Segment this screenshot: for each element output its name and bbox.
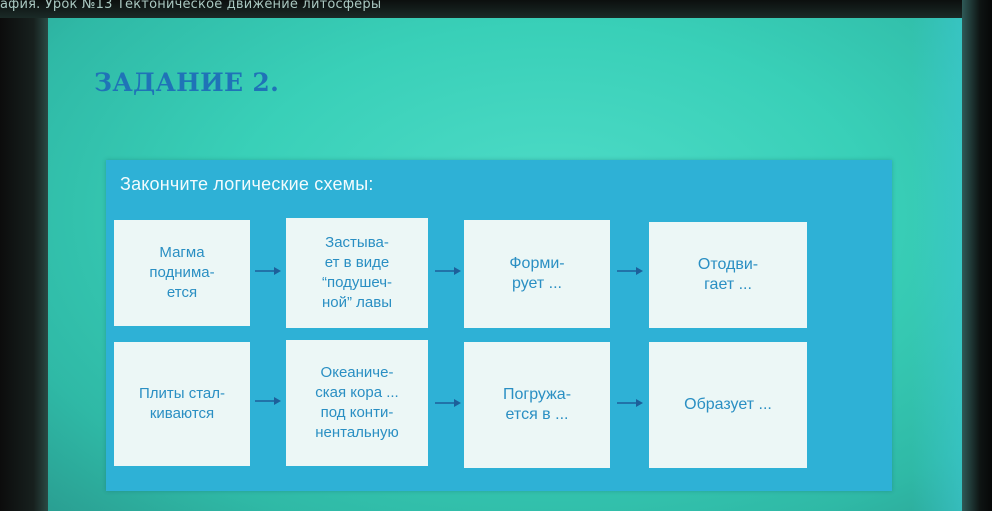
window-title: афия. Урок №13 Тектоническое движение ли… bbox=[0, 0, 382, 12]
logic-schemes-panel: Закончите логические схемы: Магма подним… bbox=[106, 160, 892, 491]
panel-title: Закончите логические схемы: bbox=[120, 174, 374, 194]
scheme-box-text: Магма поднима- ется bbox=[149, 244, 215, 301]
scheme-box-2-2: Океаниче- ская кора ... под конти- нента… bbox=[286, 340, 428, 466]
arrow-right-icon bbox=[255, 397, 281, 405]
scheme-box-text: Застыва- ет в виде “подушеч- ной” лавы bbox=[321, 234, 393, 311]
screen-bezel-left bbox=[0, 18, 48, 511]
scheme-box-2-4: Образует ... bbox=[649, 342, 807, 468]
arrow-right-icon bbox=[435, 267, 461, 275]
presentation-slide: ЗАДАНИЕ 2. Закончите логические схемы: М… bbox=[48, 18, 962, 511]
arrow-right-icon bbox=[617, 399, 643, 407]
scheme-box-2-1: Плиты стал- киваются bbox=[114, 342, 250, 466]
arrow-right-icon bbox=[617, 267, 643, 275]
scheme-box-1-3: Форми- рует ... bbox=[464, 220, 610, 328]
arrow-right-icon bbox=[255, 267, 281, 275]
scheme-box-text: Океаниче- ская кора ... под конти- нента… bbox=[315, 364, 399, 441]
scheme-box-text: Образует ... bbox=[684, 396, 772, 413]
window-title-strip: афия. Урок №13 Тектоническое движение ли… bbox=[0, 0, 992, 18]
scheme-box-text: Плиты стал- киваются bbox=[138, 385, 226, 422]
screen-bezel-right bbox=[962, 0, 992, 511]
scheme-box-text: Форми- рует ... bbox=[509, 255, 565, 292]
scheme-box-1-2: Застыва- ет в виде “подушеч- ной” лавы bbox=[286, 218, 428, 328]
scheme-box-text: Отодви- гает ... bbox=[697, 256, 759, 293]
arrow-right-icon bbox=[435, 399, 461, 407]
scheme-box-text: Погружа- ется в ... bbox=[502, 386, 572, 423]
scheme-box-1-1: Магма поднима- ется bbox=[114, 220, 250, 326]
task-heading: ЗАДАНИЕ 2. bbox=[94, 68, 280, 97]
scheme-box-1-4: Отодви- гает ... bbox=[649, 222, 807, 328]
scheme-box-2-3: Погружа- ется в ... bbox=[464, 342, 610, 468]
